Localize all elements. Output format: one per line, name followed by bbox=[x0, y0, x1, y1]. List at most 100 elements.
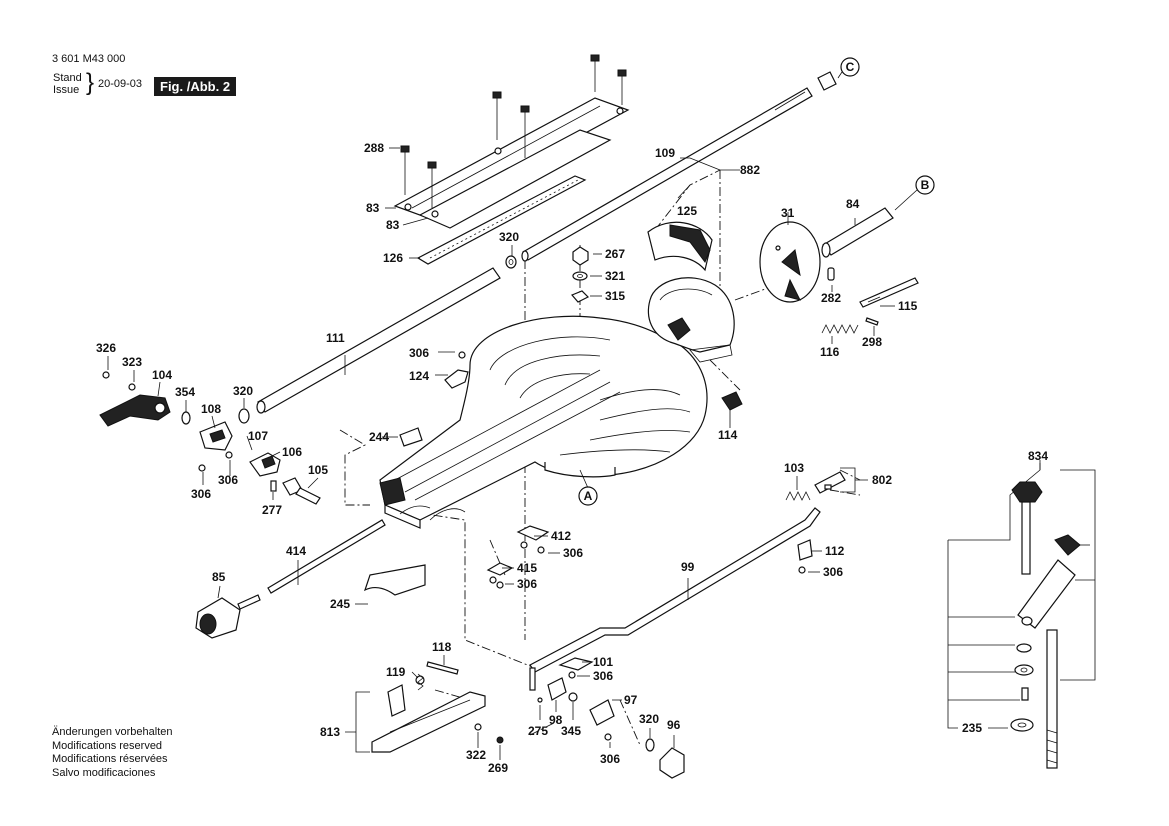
label-306-c: 306 bbox=[563, 546, 583, 560]
pin-802 bbox=[814, 471, 846, 494]
fence-strip-126 bbox=[416, 175, 587, 265]
parts-322-269 bbox=[474, 723, 504, 744]
label-320-left: 320 bbox=[233, 384, 253, 398]
fence-plate-lower bbox=[418, 129, 612, 229]
label-119: 119 bbox=[386, 665, 406, 679]
insert-245 bbox=[363, 564, 426, 596]
callout-a: A bbox=[578, 469, 598, 506]
bushing-105 bbox=[282, 477, 321, 505]
bevel-scale-125 bbox=[647, 221, 713, 272]
bevel-housing bbox=[647, 277, 735, 363]
shaft-115 bbox=[859, 277, 919, 308]
label-244 bbox=[399, 427, 423, 447]
label-813: 813 bbox=[320, 725, 340, 739]
pin-298 bbox=[865, 317, 879, 326]
label-115: 115 bbox=[898, 299, 918, 313]
modification-notes: Änderungen vorbehalten Modifications res… bbox=[52, 726, 172, 780]
label-315: 315 bbox=[605, 289, 625, 303]
screw-326 bbox=[102, 371, 110, 379]
label-244: 244 bbox=[369, 430, 389, 444]
label-320-top: 320 bbox=[499, 230, 519, 244]
rod-414 bbox=[267, 519, 386, 594]
label-275: 275 bbox=[528, 724, 548, 738]
drawing-number: 3 601 M43 000 bbox=[52, 53, 126, 65]
label-321: 321 bbox=[605, 269, 625, 283]
label-96: 96 bbox=[667, 718, 681, 732]
label-105: 105 bbox=[308, 463, 328, 477]
label-288: 288 bbox=[364, 141, 384, 155]
label-245: 245 bbox=[330, 597, 350, 611]
label-802: 802 bbox=[872, 473, 892, 487]
label-111: 111 bbox=[326, 331, 345, 345]
label-298: 298 bbox=[862, 335, 882, 349]
label-306-top: 306 bbox=[409, 346, 429, 360]
label-114: 114 bbox=[718, 428, 738, 442]
label-277: 277 bbox=[262, 503, 282, 517]
label-108: 108 bbox=[201, 402, 221, 416]
issue-label: Issue bbox=[53, 84, 80, 96]
note-fr: Modifications réservées bbox=[52, 753, 168, 765]
label-323: 323 bbox=[122, 355, 142, 369]
label-106: 106 bbox=[282, 445, 302, 459]
label-124: 124 bbox=[409, 369, 429, 383]
note-es: Salvo modificaciones bbox=[52, 766, 156, 779]
label-322: 322 bbox=[466, 748, 486, 762]
label-326: 326 bbox=[96, 341, 116, 355]
label-834: 834 bbox=[1028, 449, 1048, 463]
label-112: 112 bbox=[825, 544, 845, 558]
kit-834 bbox=[947, 460, 1096, 769]
block-106-107 bbox=[249, 452, 281, 477]
label-118: 118 bbox=[432, 640, 452, 654]
rod-109 bbox=[521, 87, 813, 262]
label-125: 125 bbox=[677, 204, 697, 218]
label-354: 354 bbox=[175, 385, 195, 399]
washer-320a bbox=[505, 255, 517, 269]
note-en: Modifications reserved bbox=[52, 739, 163, 752]
label-83-lower: 83 bbox=[386, 218, 400, 232]
part-number-labels: 288 83 83 126 320 109 882 125 267 321 31… bbox=[96, 141, 1048, 775]
pin-277 bbox=[270, 480, 277, 492]
label-412: 412 bbox=[551, 529, 571, 543]
screw-306-left bbox=[198, 351, 466, 472]
screw-323 bbox=[128, 383, 136, 391]
knob-96 bbox=[645, 738, 685, 779]
label-282: 282 bbox=[821, 291, 841, 305]
clamp-108 bbox=[199, 421, 233, 451]
bracket-97 bbox=[589, 699, 615, 741]
callout-b-text: B bbox=[921, 178, 930, 192]
label-99: 99 bbox=[681, 560, 695, 574]
label-306-b: 306 bbox=[218, 473, 238, 487]
bracket-112 bbox=[797, 539, 813, 574]
lever-104 bbox=[99, 394, 171, 427]
label-107: 107 bbox=[248, 429, 268, 443]
nut-stack bbox=[570, 246, 590, 303]
screw-118 bbox=[426, 661, 459, 675]
label-267: 267 bbox=[605, 247, 625, 261]
label-109: 109 bbox=[655, 146, 675, 160]
stand-label: Stand bbox=[53, 72, 82, 84]
washer-354 bbox=[181, 411, 191, 425]
label-306-a: 306 bbox=[191, 487, 211, 501]
callout-b: B bbox=[894, 175, 935, 211]
washer-320b bbox=[238, 408, 250, 424]
label-306-e: 306 bbox=[517, 577, 537, 591]
label-84: 84 bbox=[846, 197, 860, 211]
label-104: 104 bbox=[152, 368, 172, 382]
label-103: 103 bbox=[784, 461, 804, 475]
brace: } bbox=[86, 69, 95, 96]
label-306-d: 306 bbox=[823, 565, 843, 579]
label-235: 235 bbox=[962, 721, 982, 735]
pin-282 bbox=[827, 267, 835, 281]
callout-a-text: A bbox=[584, 489, 593, 503]
rod-84 bbox=[821, 207, 894, 258]
label-306-f: 306 bbox=[593, 669, 613, 683]
issue-date: 20-09-03 bbox=[98, 78, 143, 90]
callout-c-text: C bbox=[846, 60, 855, 74]
knob-114 bbox=[721, 391, 743, 411]
label-415: 415 bbox=[517, 561, 537, 575]
saw-base bbox=[379, 315, 708, 529]
note-de: Änderungen vorbehalten bbox=[52, 726, 173, 738]
label-116: 116 bbox=[820, 345, 840, 359]
label-98: 98 bbox=[549, 713, 563, 727]
